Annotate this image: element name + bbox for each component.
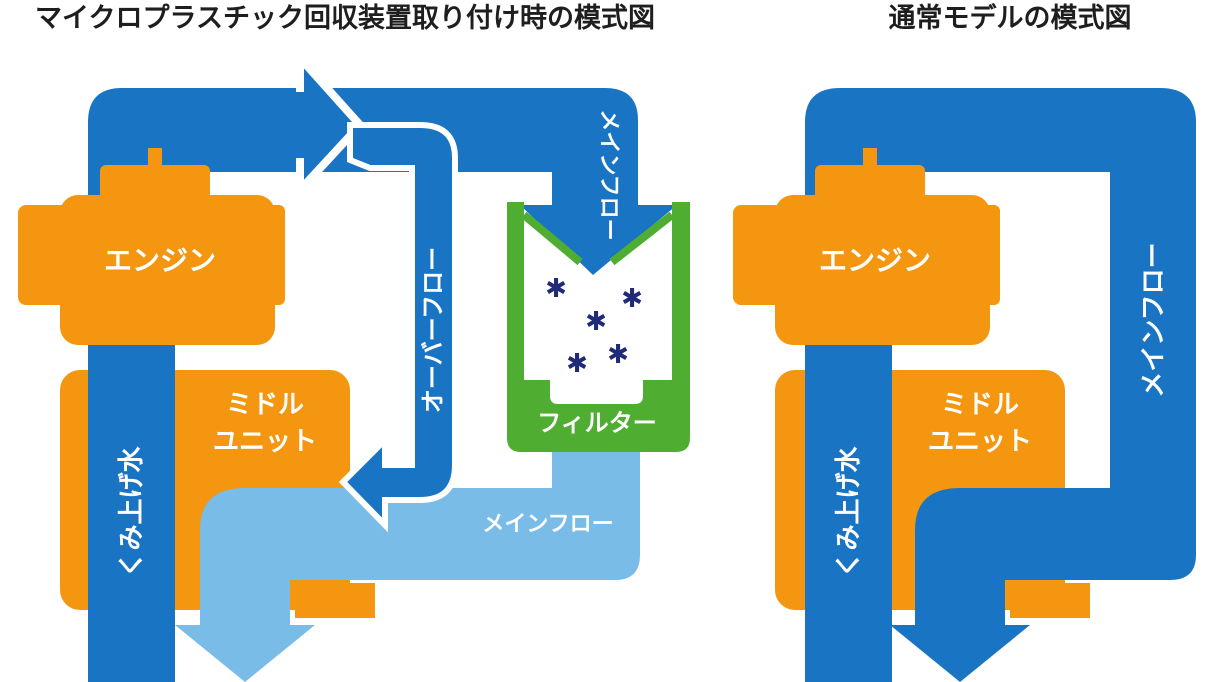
left-engine-cap: [100, 165, 210, 200]
right-engine-side: [733, 205, 783, 305]
left-mainflow-bottom-channel: [175, 440, 640, 682]
left-filter-housing: [507, 202, 690, 452]
left-diagram: ✱ ✱ ✱ ✱ ✱ エンジン ミドル ユニット くみ上げ水 オーバーフロー メイ…: [18, 47, 690, 682]
left-mainflow-bottom-label: メインフロー: [482, 512, 613, 537]
left-intake-label: くみ上げ水: [117, 445, 147, 577]
right-intake-label: くみ上げ水: [834, 445, 864, 577]
right-diagram-title: 通常モデルの模式図: [888, 3, 1132, 34]
left-filter-label: フィルター: [537, 409, 657, 437]
particle: ✱: [545, 274, 567, 304]
particle: ✱: [566, 349, 588, 379]
right-engine: [733, 148, 1000, 345]
right-engine-cap: [815, 165, 925, 200]
left-engine: [18, 148, 285, 345]
right-diagram: エンジン ミドル ユニット くみ上げ水 メインフロー: [733, 88, 1196, 682]
left-overflow-channel: [338, 122, 458, 533]
right-engine-label: エンジン: [819, 244, 931, 277]
left-filter: [507, 202, 690, 452]
left-middle-unit-foot: [295, 583, 375, 618]
left-engine-block: [60, 195, 275, 345]
left-mainflow-top-channel: [88, 88, 677, 370]
left-mainflow-top-label: メインフロー: [596, 109, 621, 240]
left-engine-side: [18, 205, 68, 305]
left-overflow-label: オーバーフロー: [419, 247, 447, 413]
particle: ✱: [621, 284, 643, 314]
right-middle-unit-label-line1: ミドル: [941, 390, 1019, 420]
right-mainflow-channel: [805, 88, 1196, 682]
left-diagram-title: マイクロプラスチック回収装置取り付け時の模式図: [35, 3, 655, 34]
left-middle-unit-label-line2: ユニット: [213, 427, 317, 457]
left-intake-channel: [88, 315, 175, 682]
right-middle-unit-foot: [1010, 583, 1090, 618]
particle: ✱: [585, 307, 607, 337]
right-intake-channel: [805, 315, 892, 682]
microplastic-particles: ✱ ✱ ✱ ✱ ✱: [545, 274, 643, 379]
right-middle-unit-label-line2: ユニット: [928, 427, 1032, 457]
right-mainflow-label: メインフロー: [1139, 242, 1169, 397]
particle: ✱: [607, 340, 629, 370]
left-engine-label: エンジン: [104, 244, 216, 277]
right-engine-block: [775, 195, 990, 345]
left-middle-unit-label-line1: ミドル: [226, 390, 304, 420]
